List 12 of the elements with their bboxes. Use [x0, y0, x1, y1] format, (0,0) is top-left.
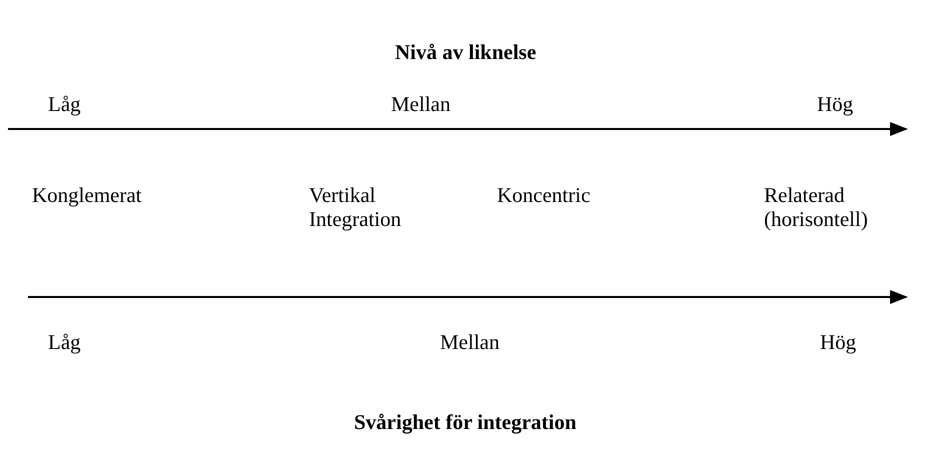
scale-label: Låg [48, 92, 81, 116]
axis-title: Nivå av liknelse [395, 40, 536, 64]
category-label: Vertikal Integration [309, 183, 402, 232]
scale-label: Låg [48, 330, 81, 354]
scale-label: Mellan [440, 330, 500, 354]
scale-label: Hög [820, 330, 856, 354]
category-label: Konglemerat [32, 183, 142, 208]
category-label: Koncentric [497, 183, 590, 208]
category-label: Relaterad (horisontell) [764, 183, 869, 232]
scale-label: Mellan [391, 92, 450, 116]
scale-label: Hög [817, 92, 854, 116]
axis-title: Svårighet för integration [354, 410, 576, 434]
